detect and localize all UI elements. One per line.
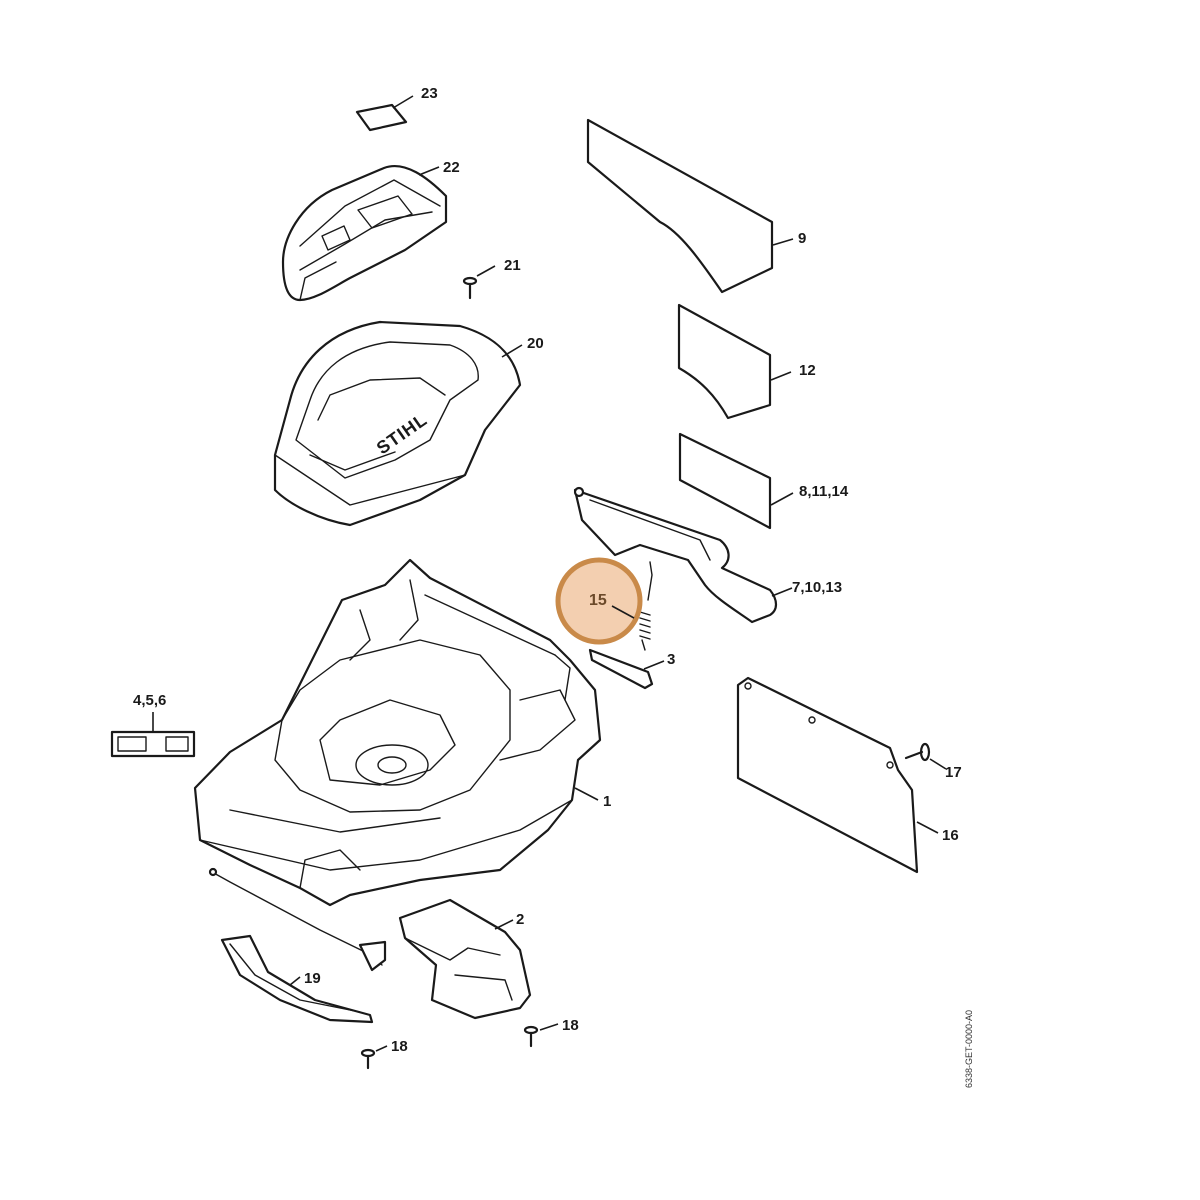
callout-19: 19 — [304, 970, 321, 987]
part-18-screw-right — [523, 1023, 559, 1048]
callout-20: 20 — [527, 335, 544, 352]
callout-15: 15 — [589, 592, 607, 609]
part-23-sticker — [355, 95, 414, 132]
part-12-medium-flap — [677, 303, 792, 420]
part-9-large-flap — [586, 118, 794, 294]
part-18-screw-left — [360, 1045, 388, 1070]
callout-23: 23 — [421, 85, 438, 102]
part-8-11-14-small-flap — [678, 432, 794, 530]
callout-1: 1 — [603, 793, 611, 810]
document-code: 6338-GET-0000-A0 — [964, 1010, 974, 1088]
part-20-housing-cover: STIHL — [273, 320, 523, 527]
part-19-handle-bracket — [208, 867, 387, 1024]
highlight-marker[interactable]: 15 — [555, 557, 643, 645]
callout-22: 22 — [443, 159, 460, 176]
part-16-rear-plate — [736, 676, 939, 874]
callout-9: 9 — [798, 230, 806, 247]
callout-18-left: 18 — [391, 1038, 408, 1055]
part-4-5-6-label — [110, 712, 196, 758]
callout-3: 3 — [667, 651, 675, 668]
part-22-top-cover — [281, 165, 448, 302]
part-2-bracket — [398, 898, 532, 1020]
part-1-mower-deck — [193, 558, 602, 907]
callout-12: 12 — [799, 362, 816, 379]
callout-18-right: 18 — [562, 1017, 579, 1034]
part-21-screw — [462, 265, 496, 300]
callout-21: 21 — [504, 257, 521, 274]
part-7-10-13-rear-flap — [573, 486, 793, 624]
part-3-rod — [588, 648, 665, 690]
callout-8-11-14: 8,11,14 — [799, 483, 849, 500]
part-17-screw — [904, 742, 947, 770]
part-15-spring — [639, 561, 653, 651]
callout-16: 16 — [942, 827, 959, 844]
callout-2: 2 — [516, 911, 524, 928]
callout-4-5-6: 4,5,6 — [133, 692, 166, 709]
callout-17: 17 — [945, 764, 962, 781]
callout-7-10-13: 7,10,13 — [792, 579, 842, 596]
